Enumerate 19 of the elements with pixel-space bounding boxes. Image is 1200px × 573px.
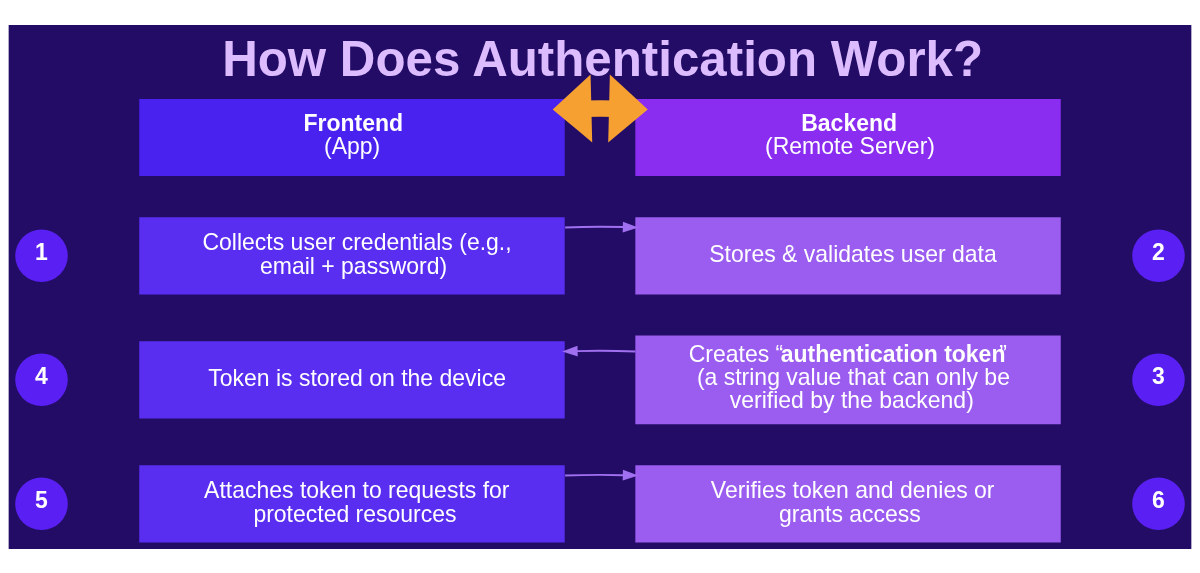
node-box: Verifies token and denies or grants access: [635, 464, 1061, 542]
node-box: Frontend (App): [139, 98, 565, 176]
node-circle: 2: [1132, 229, 1185, 282]
arrow: [552, 74, 648, 142]
node-circle: 6: [1132, 477, 1185, 530]
arrow: [562, 345, 637, 356]
node-circle: 4: [15, 353, 68, 406]
node-box: Collects user credentials (e.g., email + password): [139, 216, 565, 294]
node-box: Stores & validates user data: [635, 216, 1061, 294]
node-box: Attaches token to requests for protected resources: [139, 464, 565, 542]
arrow: [564, 221, 639, 232]
node-circle: 3: [1132, 353, 1185, 406]
node-box: Backend (Remote Server): [635, 98, 1061, 176]
arrow: [564, 469, 639, 481]
node-box: Creates “authentication token” (a string value that can only be verified by the backend): [635, 334, 1061, 424]
node-circle: 1: [15, 229, 68, 282]
node-circle: 5: [15, 477, 68, 530]
diagram-title: How Does Authentication Work?: [222, 30, 984, 86]
node-box: Token is stored on the device: [139, 340, 565, 418]
